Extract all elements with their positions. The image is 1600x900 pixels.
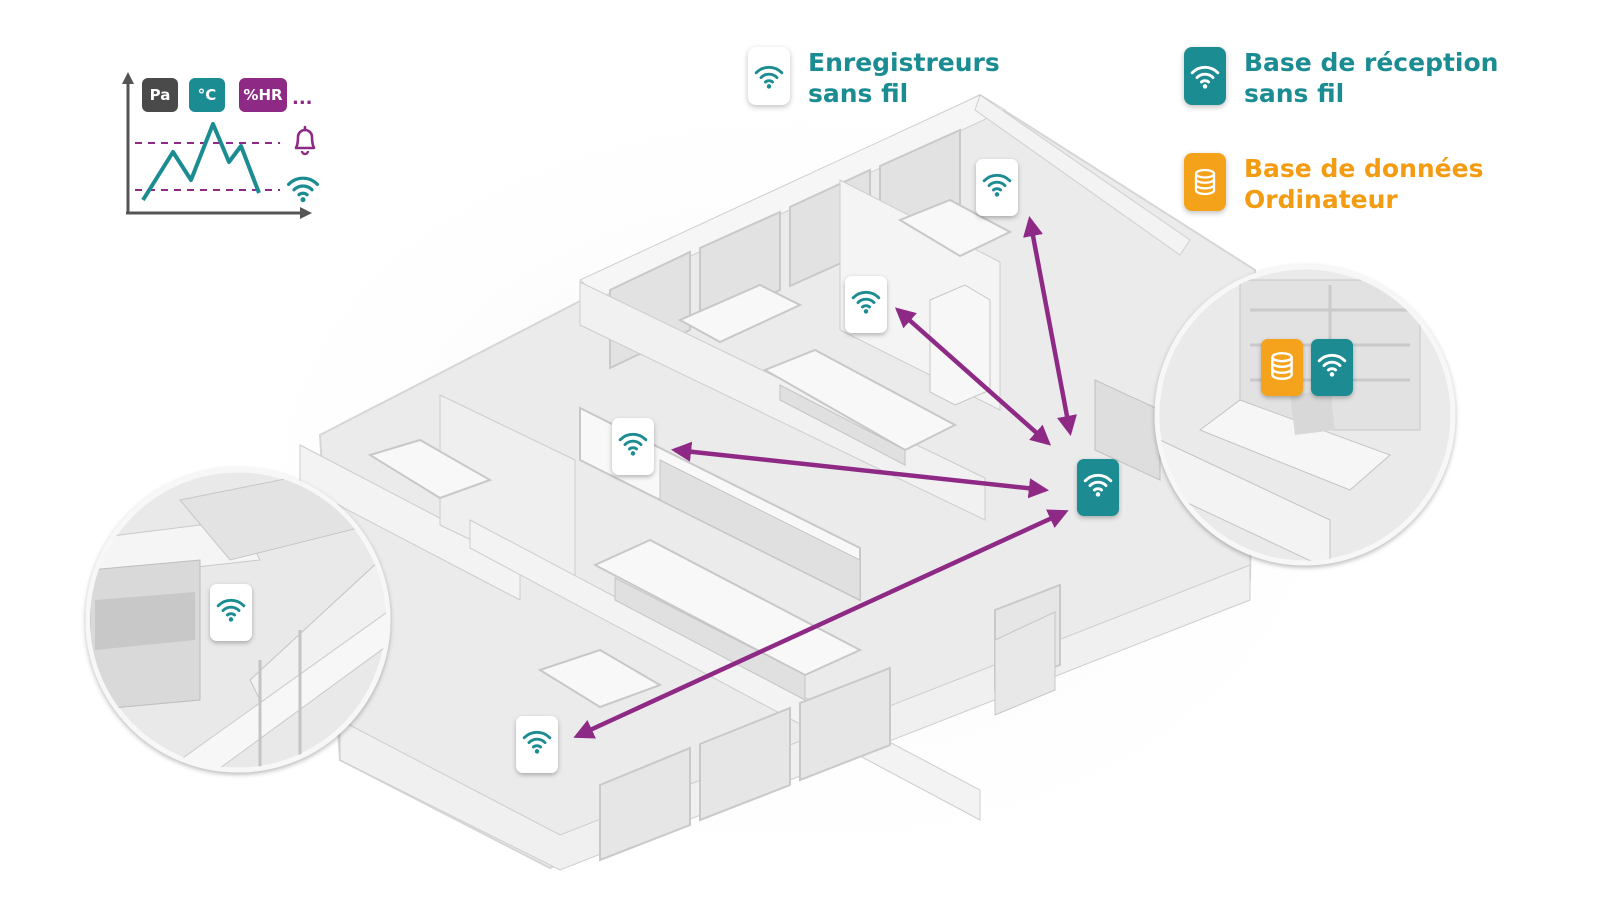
database-icon xyxy=(1184,153,1226,211)
wireless-logger-icon xyxy=(845,276,887,333)
tag-humidity: %HR xyxy=(239,78,287,112)
tag-more: ... xyxy=(292,88,313,109)
link-arrow-lab-south xyxy=(573,509,1069,739)
link-arrow-lab-west xyxy=(670,441,1050,499)
bell-icon xyxy=(294,125,316,156)
legend-label-line1: Base de données xyxy=(1244,154,1484,183)
receiver-base-icon xyxy=(1077,459,1119,516)
legend-label-line1: Base de réception xyxy=(1244,48,1499,77)
wireless-logger-icon xyxy=(612,418,654,475)
building-3d xyxy=(280,93,1320,871)
legend-wireless-loggers: Enregistreurs sans fil xyxy=(748,47,1000,109)
wifi-icon xyxy=(1184,47,1226,105)
legend-receiver-base: Base de réception sans fil xyxy=(1184,47,1498,109)
tag-pressure: Pa xyxy=(142,78,178,112)
wireless-logger-icon xyxy=(516,716,558,773)
device-markers xyxy=(210,159,1353,773)
wifi-icon xyxy=(748,47,790,105)
receiver-base-icon xyxy=(1311,339,1353,396)
monitoring-mini-chart xyxy=(122,72,320,219)
tag-temperature: °C xyxy=(189,78,225,112)
legend-label-line2: sans fil xyxy=(808,79,909,108)
legend-label-line2: sans fil xyxy=(1244,79,1345,108)
link-arrow-lab-center xyxy=(894,307,1052,446)
measurement-curve xyxy=(141,122,261,202)
database-icon xyxy=(1261,339,1303,396)
legend-label-line1: Enregistreurs xyxy=(808,48,1000,77)
legend-database: Base de données Ordinateur xyxy=(1184,153,1483,215)
wireless-logger-icon xyxy=(210,584,252,641)
wireless-connections xyxy=(573,216,1077,739)
legend-label-line2: Ordinateur xyxy=(1244,185,1398,214)
wifi-icon xyxy=(286,176,320,204)
wireless-logger-icon xyxy=(976,159,1018,216)
